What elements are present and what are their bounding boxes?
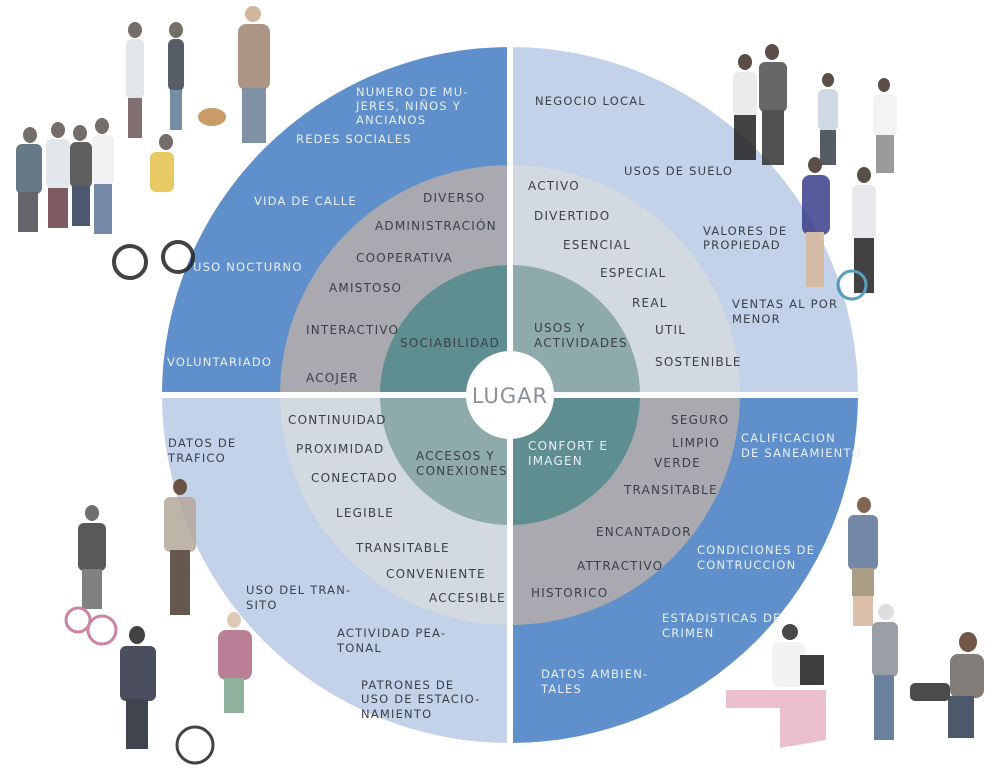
- bench: [726, 690, 826, 708]
- meas-bl-6: PATRONES DE: [361, 678, 454, 692]
- inner-ring-top-left: [380, 265, 510, 395]
- people-group-top-left: [16, 6, 270, 280]
- core-bottom-left-2: CONEXIONES: [416, 464, 508, 478]
- attr-br-6: HISTORICO: [531, 586, 608, 600]
- center-circle: [466, 351, 554, 439]
- attr-tr-2: ESENCIAL: [563, 238, 631, 252]
- attr-tl-5: ACOJER: [306, 371, 358, 385]
- meas-tl-0: NUMERO DE MU-: [356, 85, 469, 99]
- attr-tl-3: AMISTOSO: [329, 281, 402, 295]
- meas-tl-1: JERES, NIÑOS Y: [355, 98, 461, 113]
- meas-tl-5: USO NOCTURNO: [193, 260, 303, 274]
- meas-br-7: TALES: [540, 682, 582, 696]
- attr-br-2: VERDE: [654, 456, 701, 470]
- meas-bl-7: USO DE ESTACIO-: [361, 692, 481, 706]
- meas-tl-3: REDES SOCIALES: [296, 132, 412, 146]
- attr-tl-0: DIVERSO: [423, 191, 485, 205]
- meas-tl-6: VOLUNTARIADO: [167, 355, 272, 369]
- attr-bl-5: CONVENIENTE: [386, 567, 486, 581]
- attr-br-5: ATTRACTIVO: [577, 559, 663, 573]
- meas-tr-1: USOS DE SUELO: [624, 164, 733, 178]
- attr-br-3: TRANSITABLE: [623, 483, 718, 497]
- attr-br-4: ENCANTADOR: [596, 525, 692, 539]
- meas-bl-1: TRAFICO: [167, 451, 226, 465]
- core-top-right-1: USOS Y: [534, 321, 586, 335]
- meas-br-6: DATOS AMBIEN-: [541, 667, 648, 681]
- people-group-bottom-right: [726, 497, 984, 748]
- meas-tr-0: NEGOCIO LOCAL: [535, 94, 646, 108]
- attr-tr-0: ACTIVO: [528, 179, 580, 193]
- attr-tl-2: COOPERATIVA: [356, 251, 453, 265]
- meas-bl-5: TONAL: [336, 641, 382, 655]
- meas-tr-3: PROPIEDAD: [703, 238, 781, 252]
- inner-ring-bottom-left: [380, 395, 510, 525]
- attr-bl-6: ACCESIBLE: [429, 591, 506, 605]
- core-top-right-2: ACTIVIDADES: [534, 336, 628, 350]
- meas-tl-4: VIDA DE CALLE: [254, 194, 357, 208]
- attr-br-1: LIMPIO: [672, 436, 720, 450]
- attr-bl-1: PROXIMIDAD: [296, 442, 384, 456]
- inner-ring-bottom-right: [510, 395, 640, 525]
- core-bottom-left-1: ACCESOS Y: [416, 449, 495, 463]
- attr-tl-4: INTERACTIVO: [306, 323, 399, 337]
- attr-bl-3: LEGIBLE: [336, 506, 394, 520]
- attr-tr-6: SOSTENIBLE: [655, 355, 742, 369]
- meas-br-4: ESTADISTICAS DE: [662, 611, 782, 625]
- meas-br-5: CRIMEN: [662, 626, 714, 640]
- meas-tl-2: ANCIANOS: [356, 113, 426, 127]
- attr-bl-0: CONTINUIDAD: [288, 413, 387, 427]
- meas-bl-2: USO DEL TRAN-: [246, 583, 351, 597]
- meas-bl-8: NAMIENTO: [361, 707, 432, 721]
- attr-bl-4: TRANSITABLE: [355, 541, 450, 555]
- attr-tr-4: REAL: [632, 296, 668, 310]
- meas-tr-2: VALORES DE: [703, 224, 787, 238]
- meas-tr-4: VENTAS AL POR: [732, 297, 838, 311]
- meas-br-0: CALIFICACION: [741, 431, 836, 445]
- meas-br-2: CONDICIONES DE: [697, 543, 815, 557]
- meas-br-1: DE SANEAMIENTO: [741, 446, 862, 460]
- meas-tr-5: MENOR: [732, 312, 781, 326]
- attr-tl-1: ADMINISTRACIÓN: [375, 218, 497, 233]
- attr-tr-5: UTIL: [655, 323, 686, 337]
- attr-tr-1: DIVERTIDO: [534, 209, 610, 223]
- people-group-top-right: [733, 44, 897, 301]
- meas-bl-0: DATOS DE: [168, 436, 236, 450]
- attr-bl-2: CONECTADO: [311, 471, 398, 485]
- inner-ring-top-right: [510, 265, 640, 395]
- center-label: LUGAR: [472, 384, 548, 408]
- attr-br-0: SEGURO: [671, 413, 729, 427]
- meas-bl-4: ACTIVIDAD PEA-: [337, 626, 446, 640]
- core-bottom-right-2: IMAGEN: [528, 454, 583, 468]
- people-group-bottom-left: [64, 479, 252, 765]
- meas-br-3: CONTRUCCION: [697, 558, 796, 572]
- core-bottom-right-1: CONFORT E: [528, 439, 608, 453]
- meas-bl-3: SITO: [246, 598, 278, 612]
- core-top-left: SOCIABILIDAD: [400, 336, 500, 350]
- attr-tr-3: ESPECIAL: [600, 266, 666, 280]
